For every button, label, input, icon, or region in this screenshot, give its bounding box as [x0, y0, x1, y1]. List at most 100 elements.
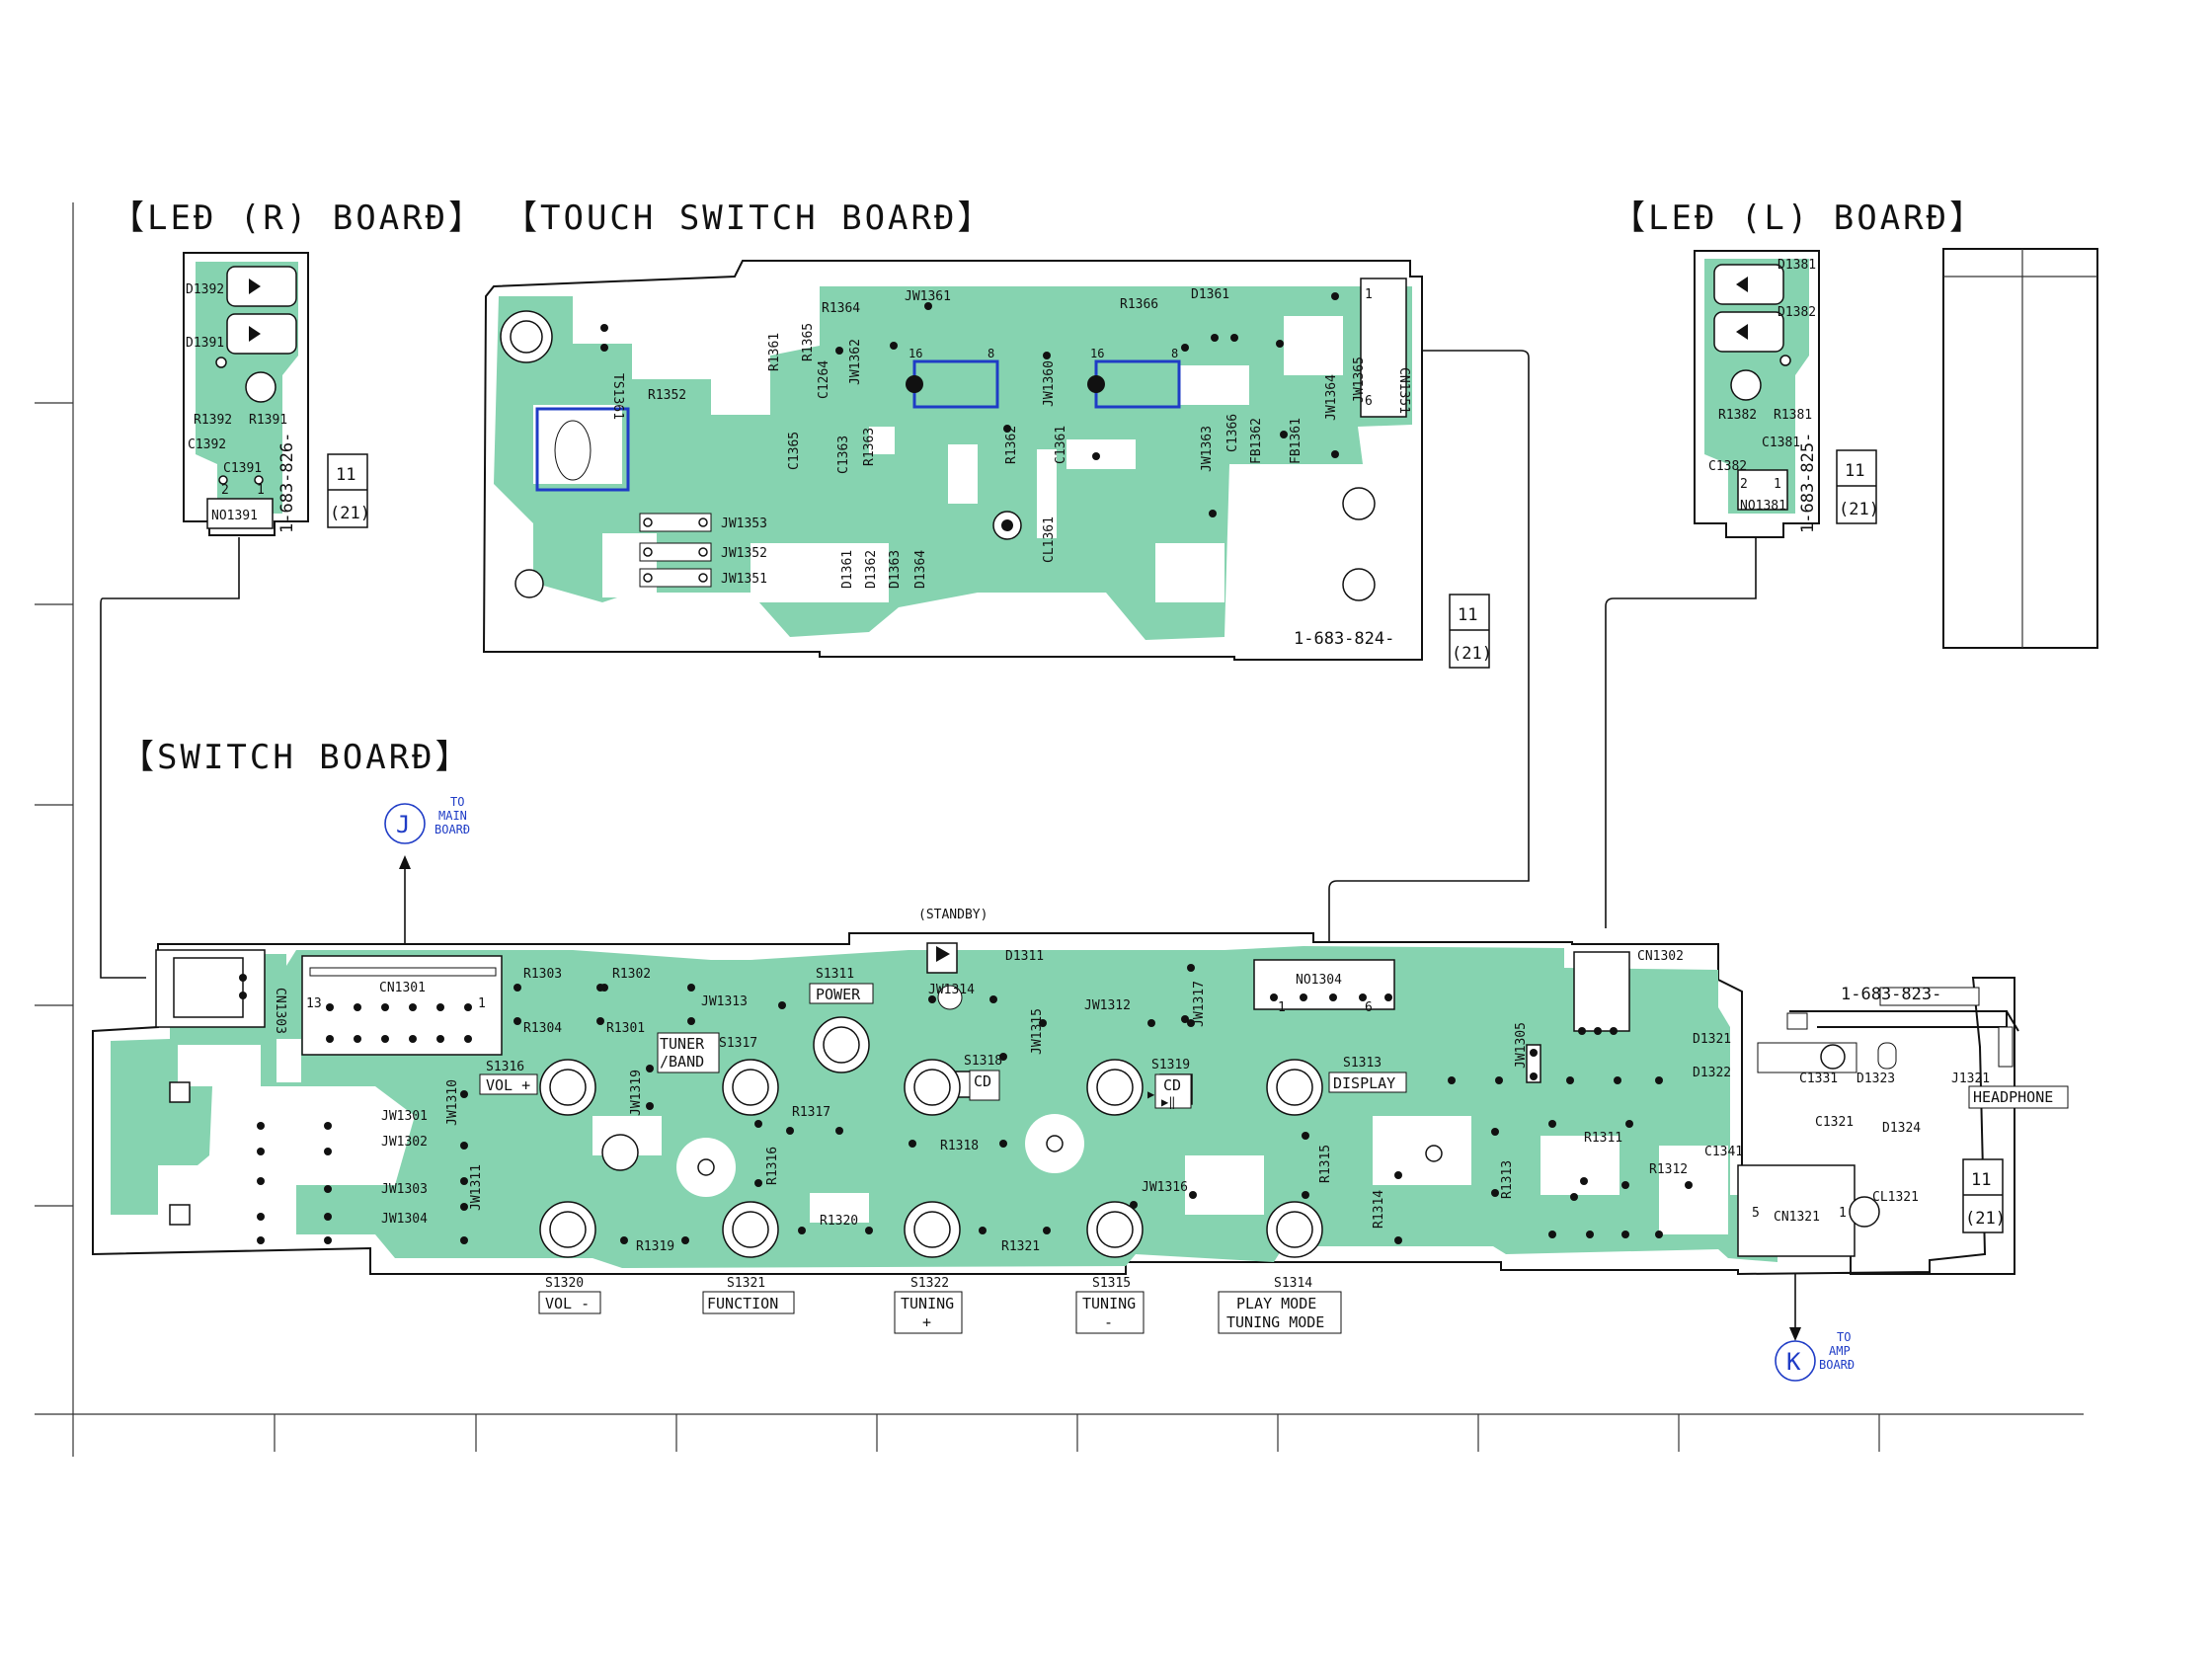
svg-text:NO1381: NO1381 — [1740, 499, 1786, 514]
svg-text:TO: TO — [1837, 1330, 1851, 1344]
svg-text:D1361: D1361 — [1191, 287, 1229, 302]
svg-text:2: 2 — [1740, 477, 1748, 492]
standby-label: (STANDBY) — [918, 908, 988, 922]
svg-text:D1382: D1382 — [1778, 305, 1816, 320]
svg-text:VOL -: VOL - — [545, 1295, 590, 1312]
svg-text:JW1304: JW1304 — [381, 1212, 428, 1227]
svg-text:CN1303: CN1303 — [273, 988, 287, 1034]
svg-text:16: 16 — [908, 347, 922, 360]
svg-text:R1321: R1321 — [1001, 1239, 1040, 1254]
switch-board: ▶‖ CN1303 CN1301 13 1 R1303 R1302 R1304 … — [92, 908, 2069, 1334]
svg-text:JW1305: JW1305 — [1514, 1022, 1529, 1069]
svg-text:▶‖: ▶‖ — [1161, 1095, 1175, 1109]
svg-text:R1366: R1366 — [1120, 297, 1158, 312]
svg-text:MAIN: MAIN — [438, 809, 467, 823]
svg-text:POWER: POWER — [816, 986, 861, 1003]
ic-right — [1094, 359, 1181, 409]
svg-text:D1311: D1311 — [1005, 949, 1044, 964]
svg-text:D1381: D1381 — [1778, 258, 1816, 273]
svg-text:C1381: C1381 — [1762, 436, 1800, 450]
svg-text:D1363: D1363 — [888, 550, 903, 589]
svg-text:C1366: C1366 — [1225, 414, 1240, 452]
svg-text:JW1362: JW1362 — [848, 339, 863, 385]
headphone-label: HEADPHONE — [1973, 1088, 2053, 1106]
svg-text:R1302: R1302 — [612, 967, 651, 982]
svg-text:CN1301: CN1301 — [379, 981, 426, 995]
svg-text:D1322: D1322 — [1693, 1066, 1731, 1080]
svg-text:11: 11 — [1971, 1170, 1991, 1190]
svg-text:(21): (21) — [330, 504, 370, 523]
svg-text:JW1303: JW1303 — [381, 1182, 428, 1197]
svg-text:D1362: D1362 — [864, 550, 879, 589]
svg-text:CL1361: CL1361 — [1042, 516, 1057, 563]
svg-text:J1321: J1321 — [1951, 1072, 1990, 1086]
touch-switch-board: 16 8 16 8 TS1361 R1364 JW1361 — [482, 260, 1423, 661]
svg-text:S1318: S1318 — [964, 1054, 1002, 1069]
svg-text:11: 11 — [1458, 605, 1477, 625]
svg-text:R1318: R1318 — [940, 1139, 979, 1153]
svg-text:TUNING: TUNING — [901, 1295, 954, 1312]
svg-text:R1363: R1363 — [862, 428, 877, 466]
svg-text:K: K — [1786, 1348, 1801, 1376]
svg-text:VOL +: VOL + — [486, 1076, 530, 1094]
svg-text:D1324: D1324 — [1882, 1121, 1921, 1136]
to-amp-board-marker: K TO AMP BOARÐ — [1775, 1330, 1855, 1382]
svg-text:JW1316: JW1316 — [1142, 1180, 1188, 1195]
svg-text:S1313: S1313 — [1343, 1056, 1382, 1071]
ref-no1391: NO1391 — [211, 509, 258, 523]
svg-text:11: 11 — [336, 465, 356, 485]
touch-part-no: 1-683-824- — [1294, 629, 1394, 649]
led-r-part-no: 1-683-826- — [277, 433, 297, 533]
page-frame — [35, 202, 2098, 1457]
svg-text:TUNER: TUNER — [660, 1035, 705, 1053]
svg-text:TS1361: TS1361 — [610, 373, 625, 420]
page-ref-box: 11 (21) — [1449, 594, 1492, 669]
switch-labels: S1316 VOL + S1317 TUNER /BAND S1311 POWE… — [479, 967, 1407, 1334]
svg-text:CD: CD — [974, 1072, 991, 1090]
svg-text:8: 8 — [988, 347, 994, 360]
svg-text:C1363: C1363 — [836, 436, 851, 474]
svg-text:JW1319: JW1319 — [629, 1070, 644, 1116]
svg-text:BOARÐ: BOARÐ — [434, 823, 470, 836]
ref-d1391: D1391 — [186, 336, 224, 351]
svg-text:R1304: R1304 — [523, 1021, 562, 1036]
svg-text:BOARÐ: BOARÐ — [1819, 1358, 1855, 1372]
svg-text:JW1365: JW1365 — [1352, 357, 1367, 403]
svg-text:JW1360: JW1360 — [1042, 360, 1057, 407]
svg-text:+: + — [922, 1313, 931, 1331]
svg-text:R1382: R1382 — [1718, 408, 1757, 423]
svg-text:(21): (21) — [1452, 644, 1492, 664]
svg-text:D1361: D1361 — [840, 550, 855, 589]
led-r-board: D1392 D1391 R1392 R1391 C1392 C1391 NO13… — [183, 252, 309, 536]
svg-text:S1321: S1321 — [727, 1276, 765, 1291]
svg-text:C1321: C1321 — [1815, 1115, 1854, 1130]
svg-text:C1264: C1264 — [817, 360, 831, 399]
to-main-board-marker: J TO MAIN BOARÐ — [384, 795, 470, 844]
svg-text:R1381: R1381 — [1774, 408, 1812, 423]
pin-2: 2 — [221, 483, 229, 498]
led-r-board-title: 【LEÐ (R) BOARÐ】 — [111, 199, 485, 238]
blank-table — [1942, 248, 2098, 649]
svg-text:R1301: R1301 — [606, 1021, 645, 1036]
svg-text:D1321: D1321 — [1693, 1032, 1731, 1047]
svg-text:S1315: S1315 — [1092, 1276, 1131, 1291]
svg-text:JW1352: JW1352 — [721, 546, 767, 561]
page-ref-box: 11 (21) — [1962, 1158, 2006, 1233]
svg-text:JW1317: JW1317 — [1192, 981, 1207, 1027]
touch-sensor-outline — [535, 407, 630, 492]
svg-text:R1320: R1320 — [820, 1214, 858, 1229]
svg-text:8: 8 — [1171, 347, 1178, 360]
svg-text:CD: CD — [1163, 1076, 1181, 1094]
svg-text:TUNING MODE: TUNING MODE — [1226, 1313, 1324, 1331]
pin-1: 1 — [257, 483, 265, 498]
svg-text:(21): (21) — [1839, 500, 1879, 519]
svg-text:R1319: R1319 — [636, 1239, 674, 1254]
ref-r1391: R1391 — [249, 413, 287, 428]
switch-part-no: 1-683-823- — [1841, 985, 1941, 1004]
svg-text:6: 6 — [1365, 1000, 1373, 1015]
svg-text:D1364: D1364 — [913, 550, 928, 589]
svg-text:R1365: R1365 — [801, 323, 816, 361]
svg-text:1: 1 — [1278, 1000, 1286, 1015]
